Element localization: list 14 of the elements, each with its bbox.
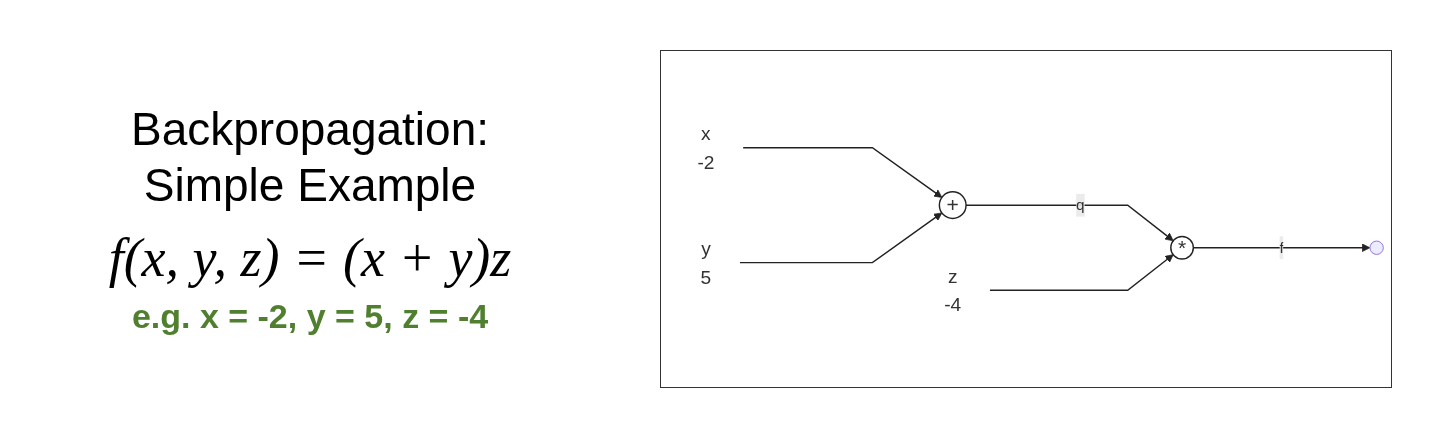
node-text: y 5 bbox=[700, 237, 712, 288]
title: Backpropagation: Simple Example bbox=[130, 102, 490, 213]
node-circle bbox=[1170, 235, 1195, 260]
formula: f(x, y, z) = (x + y)z bbox=[108, 226, 512, 289]
arrow bbox=[742, 147, 943, 198]
arrow bbox=[989, 254, 1174, 291]
node-text: z -4 bbox=[944, 265, 962, 316]
graph-frame: q f x -2 y 5 z -4 + * bbox=[660, 50, 1392, 388]
edge-label: q bbox=[1076, 196, 1085, 213]
arrow bbox=[739, 212, 943, 264]
edge-label: f bbox=[1279, 239, 1284, 256]
example-values: e.g. x = -2, y = 5, z = -4 bbox=[131, 296, 489, 336]
node-text: x -2 bbox=[697, 122, 715, 173]
node-circle bbox=[938, 191, 967, 220]
